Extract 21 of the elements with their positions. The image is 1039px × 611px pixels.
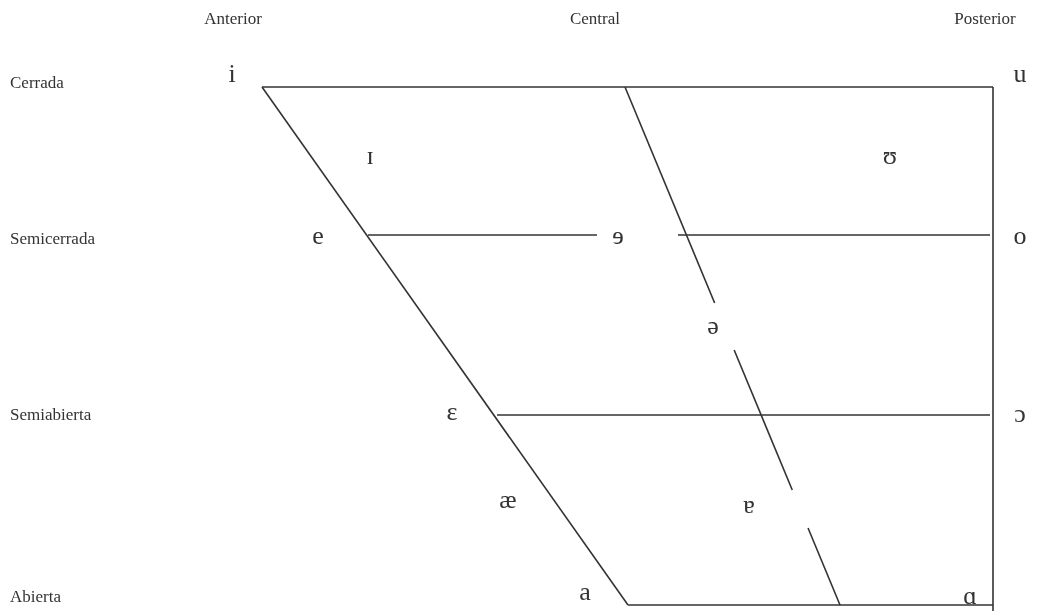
row-heading: Abierta <box>10 587 61 605</box>
vowel-symbol: ɛ <box>446 399 458 425</box>
vowel-symbol: e <box>312 223 324 249</box>
vowel-symbol: ɪ <box>366 143 374 169</box>
vowel-symbol: ɔ <box>1014 401 1026 427</box>
vowel-symbol: æ <box>499 487 517 513</box>
vowel-symbol: ɐ <box>743 492 755 518</box>
vowel-symbol: ə <box>707 313 719 339</box>
column-heading: Central <box>570 9 620 27</box>
vowel-symbol: o <box>1013 223 1027 249</box>
vowel-symbol: ɑ <box>963 583 977 609</box>
vowel-symbol: a <box>579 579 591 605</box>
vowel-symbol: ɘ <box>612 223 624 249</box>
vowel-symbol: i <box>228 61 236 87</box>
column-heading: Anterior <box>204 9 262 27</box>
vowel-symbol: ʊ <box>882 143 898 169</box>
column-heading: Posterior <box>954 9 1016 27</box>
row-heading: Cerrada <box>10 73 64 91</box>
row-heading: Semiabierta <box>10 405 92 423</box>
row-heading: Semicerrada <box>10 229 95 247</box>
vowel-symbol: u <box>1013 61 1027 87</box>
